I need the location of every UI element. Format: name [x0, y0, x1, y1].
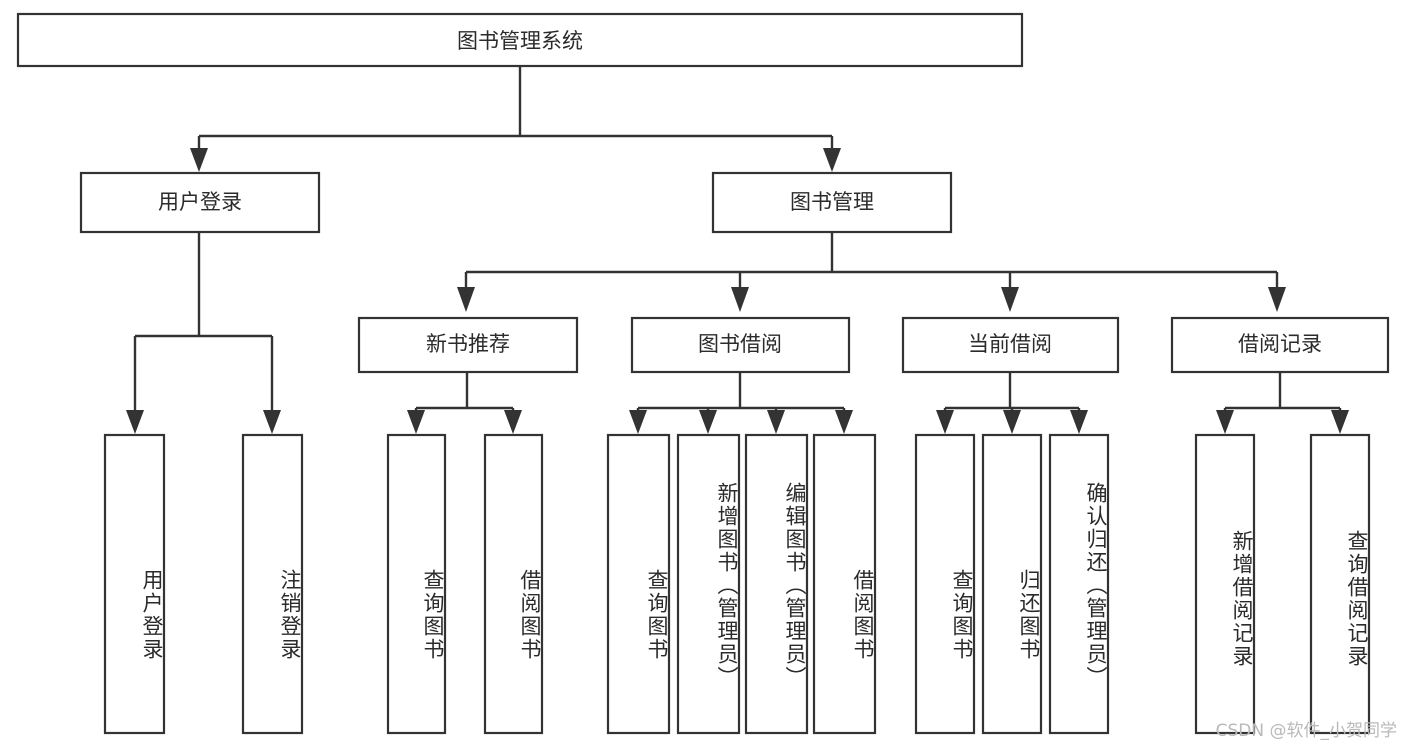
node-current-borrow[interactable]: 当前借阅: [901, 316, 1120, 374]
leaf-add-record-box[interactable]: [1194, 433, 1256, 735]
node-root-box[interactable]: [16, 12, 1024, 68]
arrow-to-leaf-add-book: [699, 410, 717, 434]
connector-book-borrow-bus: [636, 372, 846, 414]
node-user-login-box[interactable]: [79, 171, 321, 234]
arrow-to-leaf-query-book-2: [629, 410, 647, 434]
node-borrow-record[interactable]: 借阅记录: [1170, 316, 1390, 374]
arrow-to-leaf-borrow-book-1: [504, 410, 522, 434]
arrow-to-user-login: [190, 148, 208, 172]
node-root[interactable]: 图书管理系统: [16, 12, 1024, 68]
leaf-logout-box[interactable]: [241, 433, 304, 735]
node-borrow-record-box[interactable]: [1170, 316, 1390, 374]
connectors-group: [126, 66, 1349, 434]
node-borrow-record-label: 借阅记录: [1238, 332, 1322, 356]
connector-user-login-bus: [133, 232, 274, 412]
connector-book-manage-bus: [464, 232, 1279, 288]
arrow-to-leaf-return-book: [1003, 410, 1021, 434]
leaf-query-book-3-box[interactable]: [914, 433, 976, 735]
arrow-to-leaf-query-book-3: [936, 410, 954, 434]
connector-current-borrow-bus: [943, 372, 1081, 414]
arrow-to-leaf-query-record: [1331, 410, 1349, 434]
leaf-borrow-book-2-box[interactable]: [812, 433, 877, 735]
arrow-to-leaf-add-record: [1216, 410, 1234, 434]
node-current-borrow-label: 当前借阅: [968, 332, 1052, 356]
arrow-to-leaf-edit-book: [767, 410, 785, 434]
arrow-to-leaf-borrow-book-2: [835, 410, 853, 434]
node-new-book-rec-box[interactable]: [357, 316, 579, 374]
node-new-book-rec[interactable]: 新书推荐: [357, 316, 579, 374]
leaf-query-record-box[interactable]: [1309, 433, 1371, 735]
leaf-add-book-box[interactable]: [676, 433, 741, 735]
node-book-borrow-label: 图书借阅: [698, 332, 782, 356]
connector-new-book-rec-bus: [414, 372, 515, 414]
leaf-boxes-group: [103, 433, 1371, 735]
leaf-edit-book-box[interactable]: [744, 433, 809, 735]
node-new-book-rec-label: 新书推荐: [426, 332, 510, 356]
arrow-to-borrow-record: [1268, 287, 1286, 312]
arrow-to-leaf-query-book-1: [407, 410, 425, 434]
node-book-manage-label: 图书管理: [790, 190, 874, 214]
node-user-login[interactable]: 用户登录: [79, 171, 321, 234]
node-root-label: 图书管理系统: [457, 29, 583, 53]
node-book-borrow[interactable]: 图书借阅: [630, 316, 851, 374]
node-book-manage-box[interactable]: [711, 171, 953, 234]
leaf-confirm-return-box[interactable]: [1048, 433, 1110, 735]
node-book-manage[interactable]: 图书管理: [711, 171, 953, 234]
arrow-to-book-manage: [823, 148, 841, 172]
connector-root-bus: [197, 66, 834, 150]
csdn-watermark: CSDN @软件_小贺同学: [1215, 721, 1397, 741]
node-user-login-label: 用户登录: [158, 190, 242, 214]
leaf-return-book-box[interactable]: [981, 433, 1043, 735]
leaf-borrow-book-1-box[interactable]: [483, 433, 544, 735]
arrow-to-leaf-logout: [263, 410, 281, 434]
leaf-user-login-box[interactable]: [103, 433, 166, 735]
arrow-to-book-borrow: [731, 287, 749, 312]
connector-borrow-record-bus: [1223, 372, 1342, 414]
node-current-borrow-box[interactable]: [901, 316, 1120, 374]
node-book-borrow-box[interactable]: [630, 316, 851, 374]
arrow-to-new-book-rec: [457, 287, 475, 312]
leaf-query-book-1-box[interactable]: [386, 433, 447, 735]
arrow-to-leaf-confirm-return: [1070, 410, 1088, 434]
arrow-to-leaf-user-login: [126, 410, 144, 434]
arrow-to-current-borrow: [1001, 287, 1019, 312]
leaf-query-book-2-box[interactable]: [606, 433, 671, 735]
